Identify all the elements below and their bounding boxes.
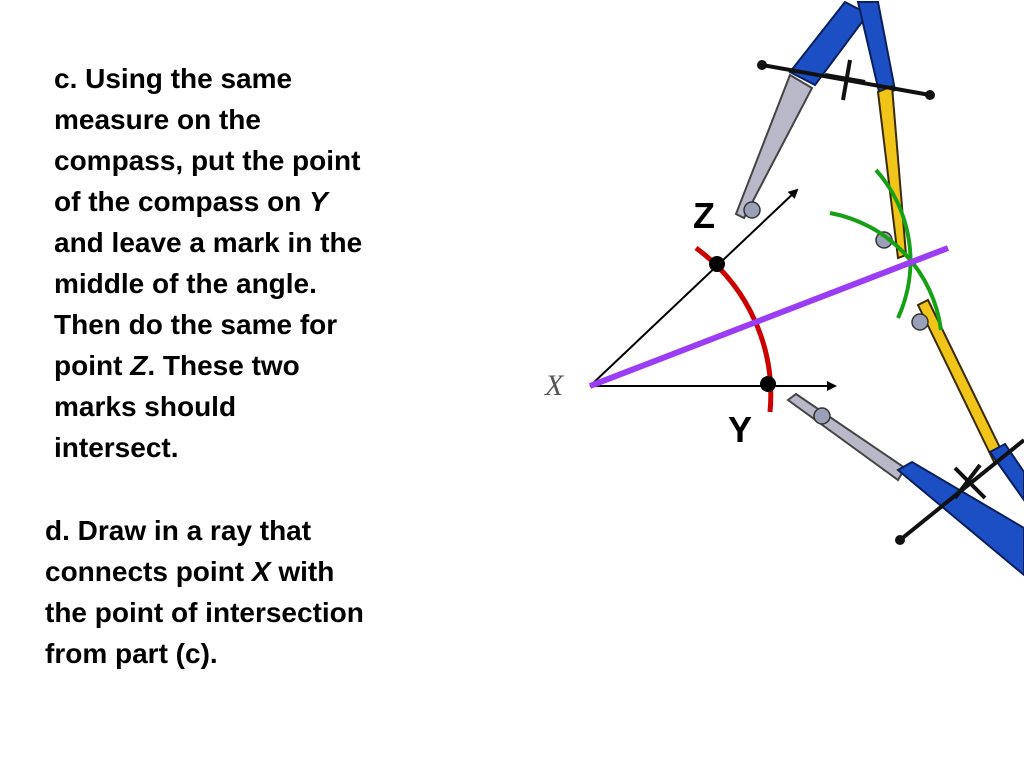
step-c-line: compass, put the point [54, 145, 361, 176]
variable-z: Z [130, 350, 148, 381]
compass-needle [734, 73, 814, 220]
green-arc [829, 211, 943, 331]
compass-knob [757, 60, 767, 70]
step-c-line: Then do the same for [54, 309, 338, 340]
bisector-ray [588, 245, 950, 389]
step-c-line: middle of the angle. [54, 268, 317, 299]
step-c-line: of the compass on Y [54, 181, 454, 222]
upper-compass-icon [734, 0, 935, 260]
point-label-z: Z [693, 195, 715, 236]
compass-pencil [916, 298, 1007, 466]
point-label-y: Y [728, 409, 752, 450]
step-c-line: marks should [54, 391, 237, 422]
compass-knob [895, 535, 905, 545]
compass-wheel [813, 407, 831, 425]
compass-wheel [743, 201, 761, 219]
variable-x: X [251, 556, 271, 587]
step-c-line: measure on the [54, 104, 261, 135]
vertex-label-x: X [544, 369, 565, 402]
step-d-line: from part (c). [45, 638, 218, 669]
step-c-text: point [54, 350, 131, 381]
step-c-line: and leave a mark in the [54, 227, 363, 258]
compass-screw [953, 466, 987, 500]
step-d-text: with [270, 556, 335, 587]
step-d-line: connects point X with [45, 551, 465, 592]
step-c-line: point Z. These two [54, 345, 454, 386]
step-c-instructions: c. Using the same measure on the compass… [54, 58, 454, 468]
step-c-text: of the compass on [54, 186, 310, 217]
step-c-text: . These two [147, 350, 300, 381]
compass-needle [786, 392, 907, 482]
compass-screw [841, 59, 852, 101]
lower-compass-icon [786, 298, 1024, 577]
compass-screw [953, 463, 982, 500]
point-y [760, 376, 776, 392]
step-d-line: the point of intersection [45, 597, 364, 628]
ray-xz [589, 188, 799, 387]
compass-wheel [911, 313, 929, 331]
compass-leg [896, 460, 1024, 577]
point-z [709, 256, 725, 272]
step-c-line: intersect. [54, 432, 179, 463]
step-d-line: d. Draw in a ray that [45, 515, 312, 546]
step-d-text: connects point [45, 556, 252, 587]
compass-knob [925, 90, 935, 100]
green-arc [874, 168, 913, 319]
step-c-line: c. Using the same [54, 63, 293, 94]
step-d-instructions: d. Draw in a ray that connects point X w… [45, 510, 465, 674]
variable-y: Y [309, 186, 328, 217]
